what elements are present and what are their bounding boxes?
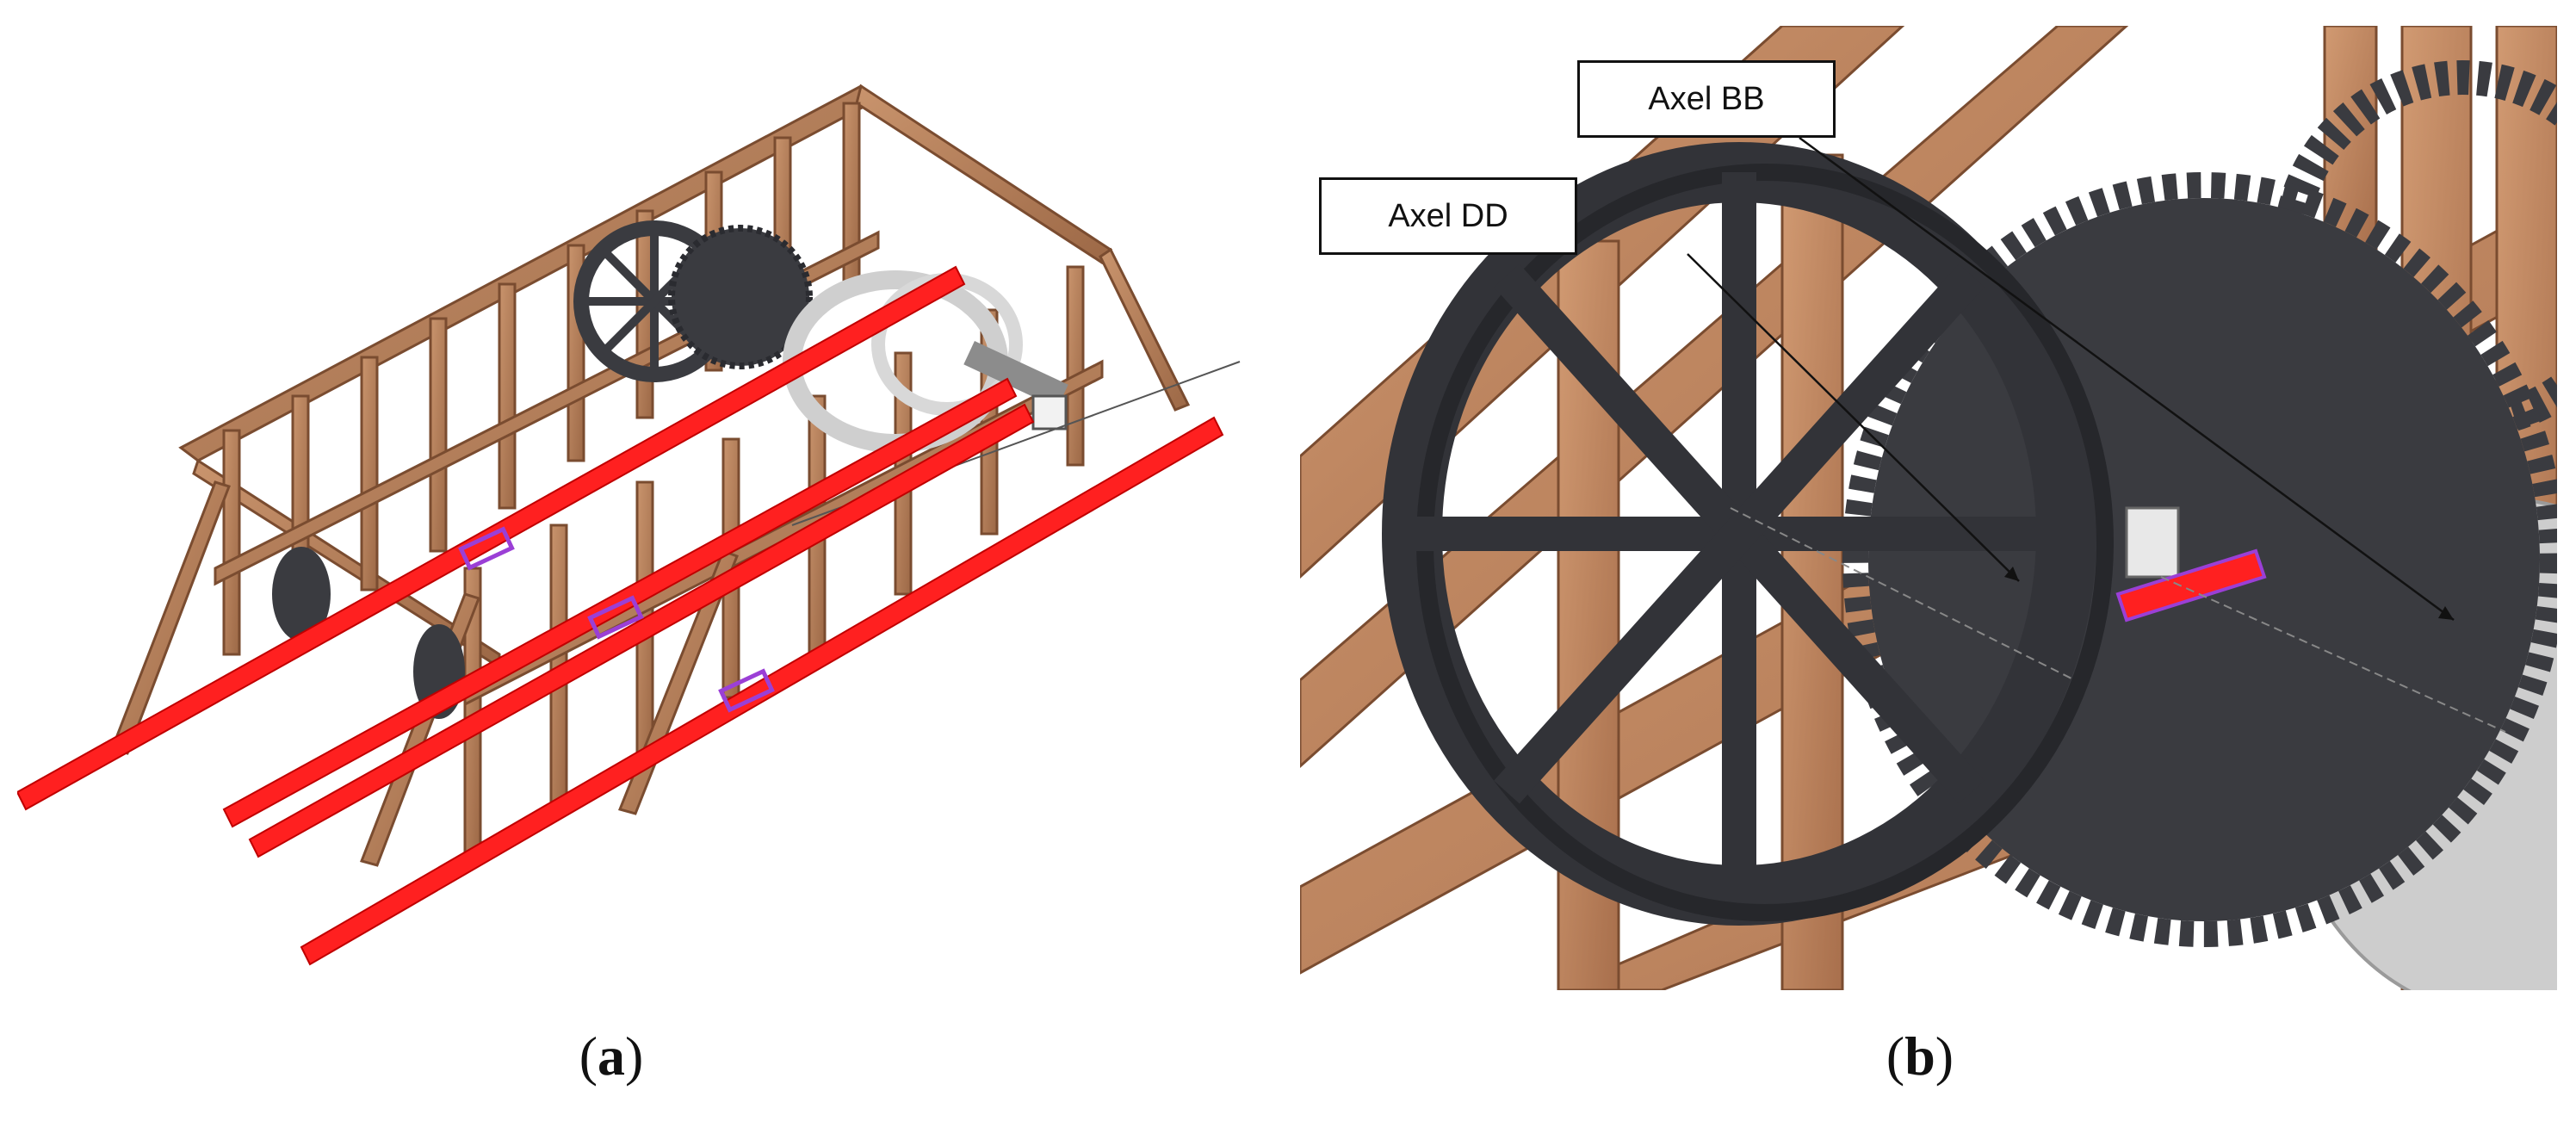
bearing-plate [1031, 394, 1068, 431]
axel-dd-label: Axel DD [1388, 197, 1508, 234]
caption-a: (a) [439, 1025, 783, 1088]
axle-bb-highlight [2115, 506, 2267, 623]
callout-leaders [1687, 136, 2455, 622]
large-spoked-wheel [1382, 142, 2114, 926]
caption-a-letter: a [598, 1025, 625, 1087]
highlighted-beams [17, 265, 1224, 966]
axle-centerlines [1730, 507, 2506, 733]
joint-marker-1 [458, 526, 515, 571]
caption-b: (b) [1748, 1025, 2092, 1088]
rear-gear [272, 547, 331, 641]
red-beam-1 [17, 265, 966, 811]
caption-b-close: ) [1935, 1025, 1954, 1087]
frame-overview-illustration [17, 84, 1241, 966]
leader-arrowheads [2004, 567, 2454, 620]
joint-marker-2 [587, 595, 644, 640]
caption-a-close: ) [625, 1025, 644, 1087]
caption-a-open: ( [579, 1025, 598, 1087]
axel-bb-label: Axel BB [1648, 80, 1765, 117]
red-beam-4 [300, 416, 1224, 966]
axle-closeup-illustration [1300, 26, 2557, 990]
leader-axel-dd [1687, 253, 2020, 582]
gear-train [272, 220, 1068, 719]
joint-marker-3 [718, 668, 775, 713]
wheel-spokes-closeup [1412, 172, 2066, 895]
red-beam-3 [248, 403, 1035, 858]
panel-a-frame-overview [17, 34, 1257, 982]
panel-b-axle-closeup [1300, 26, 2557, 990]
axel-dd-callout: Axel DD [1319, 177, 1577, 255]
caption-b-letter: b [1904, 1025, 1935, 1087]
axle-shaft [963, 341, 1068, 408]
leader-axel-bb [1799, 136, 2455, 622]
axel-bb-callout: Axel BB [1577, 60, 1836, 138]
caption-b-open: ( [1886, 1025, 1905, 1087]
toothed-gear [668, 225, 813, 369]
joint-markers [458, 526, 775, 713]
